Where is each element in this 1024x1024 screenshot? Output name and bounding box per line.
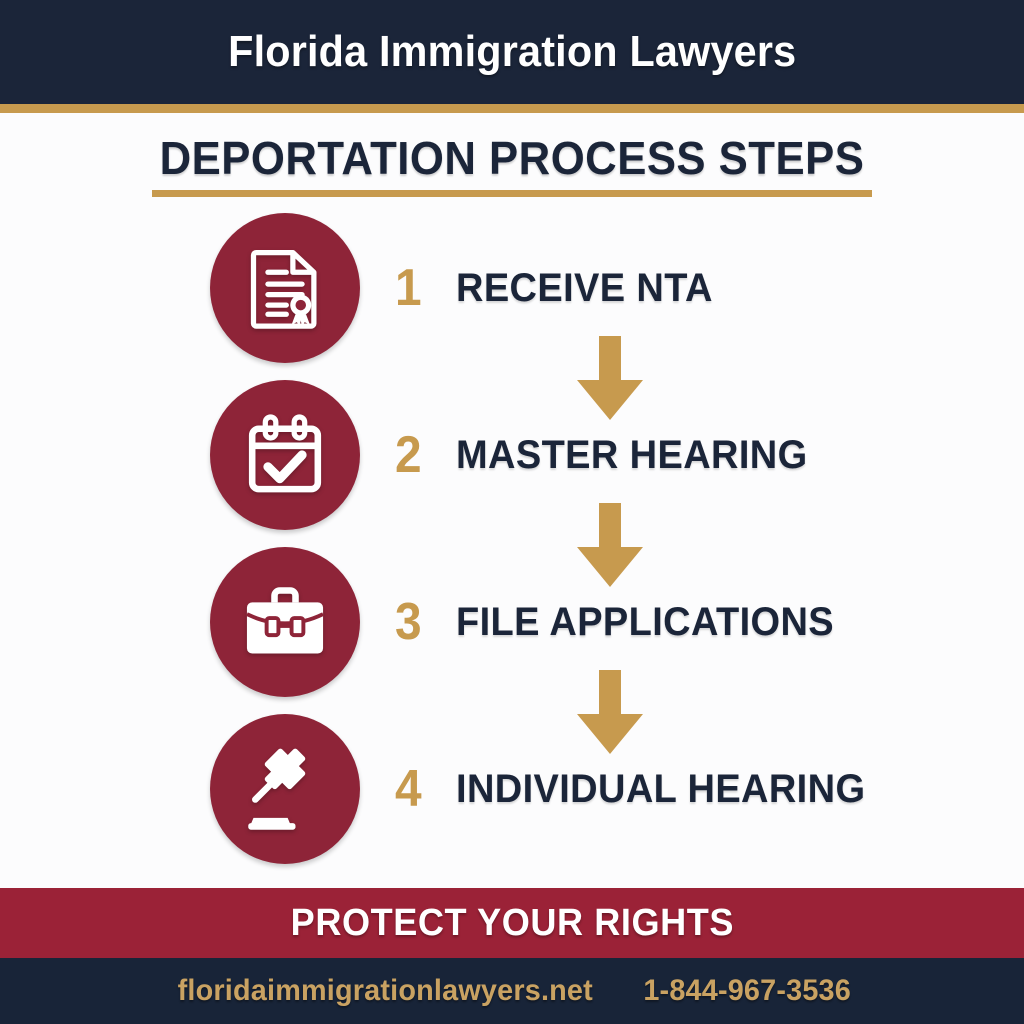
step-icon-badge-3 — [210, 547, 360, 697]
cta-band: PROTECT YOUR RIGHTS — [0, 888, 1024, 958]
step-label: INDIVIDUAL HEARING — [456, 767, 866, 811]
calendar-check-icon — [248, 414, 322, 493]
step-icon-badge-1 — [210, 213, 360, 363]
document-certificate-icon — [250, 249, 317, 329]
connector-arrow-2 — [569, 503, 651, 587]
arrow-down-icon — [577, 670, 643, 754]
brand-title: Florida Immigration Lawyers — [227, 27, 797, 76]
connector-arrow-1 — [569, 336, 651, 420]
arrow-down-icon — [577, 503, 643, 587]
briefcase-icon — [246, 587, 324, 654]
footer-phone[interactable]: 1-844-967-3536 — [643, 974, 852, 1007]
gavel-icon — [248, 748, 306, 830]
step-icon-badge-4 — [210, 714, 360, 864]
header-gold-rule — [0, 104, 1024, 113]
connector-arrow-3 — [569, 670, 651, 754]
arrow-down-icon — [577, 336, 643, 420]
step-row: 1 RECEIVE NTA — [0, 213, 1024, 363]
step-number: 1 — [395, 259, 422, 317]
steps-list: 1 RECEIVE NTA 2 MASTER HEARING — [0, 213, 1024, 888]
step-row: 4 INDIVIDUAL HEARING — [0, 714, 1024, 864]
section-heading: DEPORTATION PROCESS STEPS — [159, 132, 865, 184]
step-label: RECEIVE NTA — [456, 266, 713, 310]
step-label: MASTER HEARING — [456, 433, 808, 477]
footer-bar: floridaimmigrationlawyers.net 1-844-967-… — [0, 958, 1024, 1024]
step-icon-badge-2 — [210, 380, 360, 530]
step-number: 2 — [395, 426, 422, 484]
section-heading-underline — [152, 190, 872, 197]
header-bar: Florida Immigration Lawyers — [0, 0, 1024, 104]
step-number: 4 — [395, 760, 422, 818]
step-number: 3 — [395, 593, 422, 651]
step-row: 3 FILE APPLICATIONS — [0, 547, 1024, 697]
step-row: 2 MASTER HEARING — [0, 380, 1024, 530]
cta-text: PROTECT YOUR RIGHTS — [290, 901, 734, 944]
step-label: FILE APPLICATIONS — [456, 600, 835, 644]
footer-website[interactable]: floridaimmigrationlawyers.net — [177, 974, 593, 1007]
